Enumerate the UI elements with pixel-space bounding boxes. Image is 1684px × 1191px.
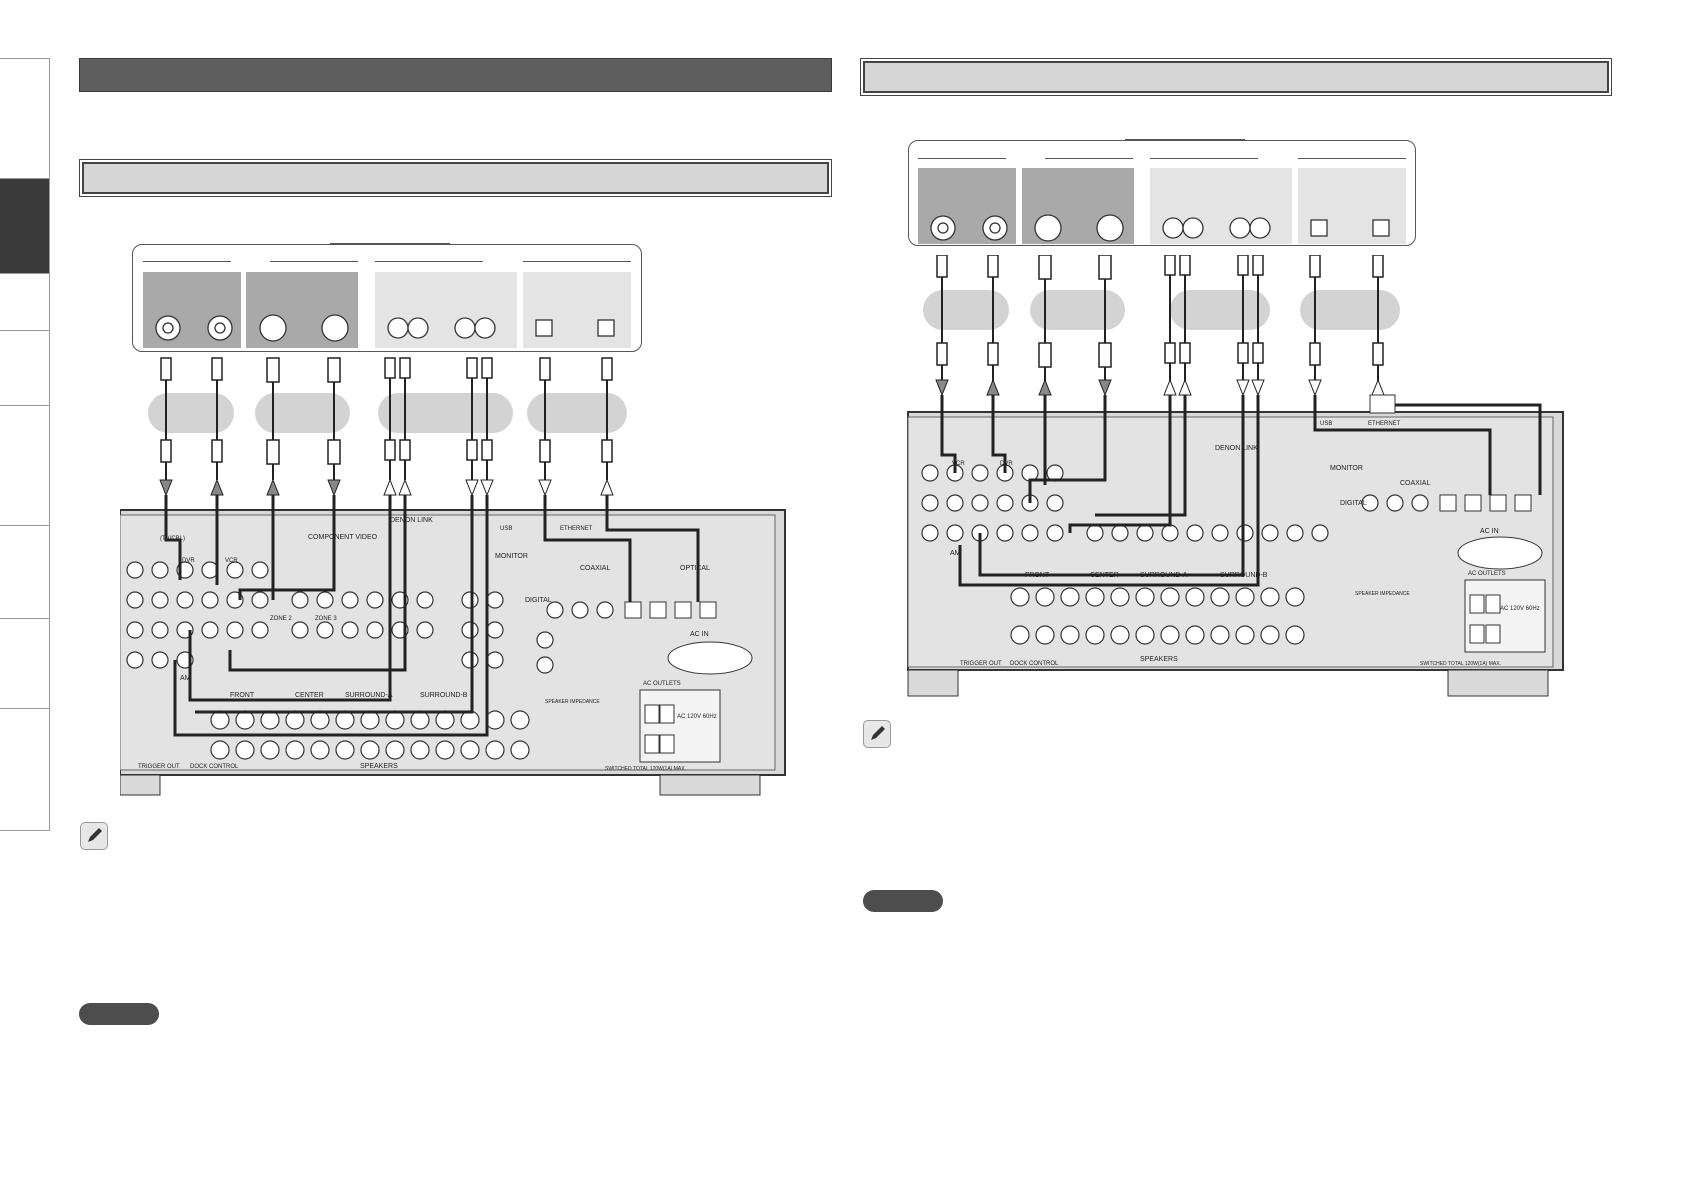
label-front: FRONT <box>230 692 255 699</box>
label-ac-in: AC IN <box>690 631 709 638</box>
label-dvr: DVR <box>1000 461 1013 467</box>
label-center: CENTER <box>295 692 324 699</box>
right-section-heading-bar <box>860 58 1612 96</box>
label-center: CENTER <box>1090 572 1119 579</box>
label-optical: OPTICAL <box>680 565 710 572</box>
left-section-heading-bar <box>79 58 832 92</box>
right-optical-cable-bubble <box>1300 290 1400 330</box>
label-denon-link: DENON LINK <box>1215 445 1258 452</box>
sidebar-tab-3[interactable] <box>0 273 50 330</box>
label-ethernet: ETHERNET <box>1368 421 1401 427</box>
label-tv-cbl: (TV/CBL) <box>160 536 185 542</box>
label-ac-outlets: AC OUTLETS <box>1468 571 1506 577</box>
label-trigger-out: TRIGGER OUT <box>960 661 1002 667</box>
label-ac-outlets: AC OUTLETS <box>643 681 681 687</box>
left-subsection-heading-bar <box>79 159 832 197</box>
label-usb: USB <box>1320 421 1332 427</box>
label-surround-b: SURROUND-B <box>1220 572 1268 579</box>
sidebar-tab-4[interactable] <box>0 330 50 405</box>
sidebar-tab-active[interactable] <box>0 178 50 273</box>
label-switched: SWITCHED TOTAL 120W(1A) MAX. <box>605 766 686 772</box>
sidebar-bottom-rule <box>0 830 50 831</box>
label-dock-control: DOCK CONTROL <box>190 764 239 770</box>
label-coaxial: COAXIAL <box>580 565 610 572</box>
label-am: AM <box>180 675 191 682</box>
right-receiver-rear-panel: DENON LINK COAXIAL DIGITAL MONITOR AC IN… <box>907 255 1564 697</box>
right-note-pencil-icon <box>863 720 891 748</box>
label-vcr: VCR <box>952 461 965 467</box>
label-dock-control: DOCK CONTROL <box>1010 661 1059 667</box>
label-zone2: ZONE 2 <box>270 616 292 622</box>
label-ethernet: ETHERNET <box>560 526 593 532</box>
label-monitor: MONITOR <box>1330 465 1363 472</box>
right-video-cable-bubble <box>923 290 1009 330</box>
label-speaker-impedance: SPEAKER IMPEDANCE <box>545 699 600 705</box>
right-caution-pill <box>863 890 943 912</box>
right-audio-cable-bubble <box>1170 290 1270 330</box>
label-ac-rating: AC 120V 60Hz <box>677 714 717 720</box>
label-vcr: VCR <box>225 558 238 564</box>
label-speakers: SPEAKERS <box>360 763 398 770</box>
sidebar-tab-8[interactable] <box>0 708 50 830</box>
left-note-pencil-icon <box>80 822 108 850</box>
label-surround-b: SURROUND-B <box>420 692 468 699</box>
label-switched: SWITCHED TOTAL 120W(1A) MAX. <box>1420 661 1501 667</box>
left-receiver-rear-panel: COMPONENT VIDEO DENON LINK COAXIAL OPTIC… <box>120 357 786 796</box>
label-trigger-out: TRIGGER OUT <box>138 764 180 770</box>
sidebar-tab-1[interactable] <box>0 58 50 178</box>
label-coaxial: COAXIAL <box>1400 480 1430 487</box>
label-monitor: MONITOR <box>495 553 528 560</box>
label-digital: DIGITAL <box>1340 500 1367 507</box>
label-speakers: SPEAKERS <box>1140 656 1178 663</box>
label-ac-rating: AC 120V 60Hz <box>1500 606 1540 612</box>
label-denon-link: DENON LINK <box>390 517 433 524</box>
right-device-jacks <box>930 214 1390 242</box>
left-audio-cable-bubble <box>378 393 513 433</box>
sidebar-tab-5[interactable] <box>0 405 50 525</box>
label-surround-a: SURROUND-A <box>345 692 393 699</box>
label-ac-in: AC IN <box>1480 528 1499 535</box>
label-zone3: ZONE 3 <box>315 616 337 622</box>
sidebar-tab-7[interactable] <box>0 618 50 708</box>
label-digital: DIGITAL <box>525 597 552 604</box>
left-video-cable-bubble <box>148 393 234 433</box>
label-am: AM <box>950 550 961 557</box>
label-front: FRONT <box>1025 572 1050 579</box>
left-caution-pill <box>79 1003 159 1025</box>
left-optical-cable-bubble <box>527 393 627 433</box>
label-usb: USB <box>500 526 512 532</box>
sidebar-tab-6[interactable] <box>0 525 50 618</box>
label-dvr: DVR <box>182 558 195 564</box>
label-surround-a: SURROUND-A <box>1140 572 1188 579</box>
label-speaker-impedance: SPEAKER IMPEDANCE <box>1355 591 1410 597</box>
label-component-video: COMPONENT VIDEO <box>308 534 378 541</box>
left-device-jacks <box>155 314 615 342</box>
